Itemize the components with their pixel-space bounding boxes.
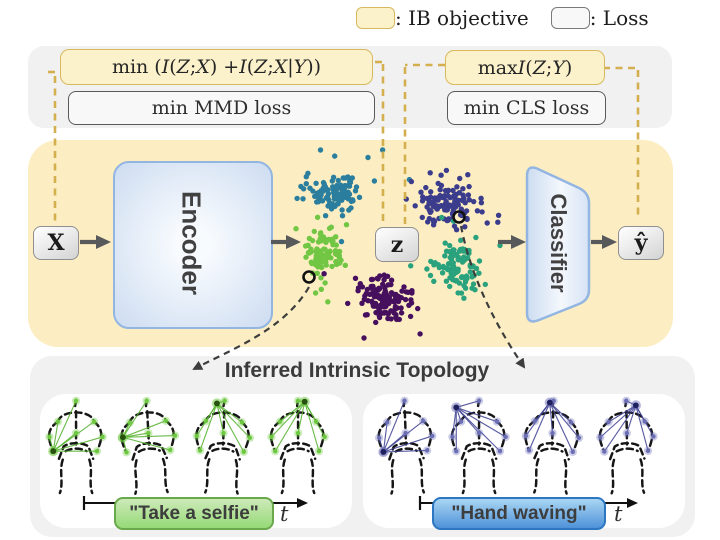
latent-z-token: z xyxy=(375,227,419,262)
skeleton-panel-right xyxy=(374,396,658,495)
dashed-connectors xyxy=(48,60,640,370)
wave-action-label: "Hand waving" xyxy=(432,497,606,530)
min-ib-objective: min (I(Z; X) + I(Z; X | Y)) xyxy=(60,49,373,85)
encoder-block xyxy=(113,161,273,329)
mmd-loss-box: min MMD loss xyxy=(68,91,375,125)
input-x-token: X xyxy=(33,226,79,260)
time-label-left: t xyxy=(280,502,289,526)
classifier-shape xyxy=(525,166,591,323)
legend: : IB objective : Loss xyxy=(356,6,649,30)
output-yhat-token: ŷ xyxy=(618,226,664,260)
topology-title: Inferred Intrinsic Topology xyxy=(224,359,490,382)
selfie-action-label: "Take a selfie" xyxy=(114,497,274,530)
loss-label: : Loss xyxy=(589,6,649,30)
loss-swatch-icon xyxy=(550,7,590,29)
cls-loss-box: min CLS loss xyxy=(447,91,606,125)
ib-objective-label: : IB objective xyxy=(395,6,529,30)
latent-scatter xyxy=(293,147,503,341)
classifier-label: Classifier xyxy=(546,193,571,293)
max-ib-objective: max I(Z; Y) xyxy=(445,50,605,85)
encoder-label: Encoder xyxy=(176,190,207,296)
skeleton-panel-left xyxy=(45,396,329,495)
ib-objective-swatch-icon xyxy=(356,7,395,29)
time-label-right: t xyxy=(614,502,623,526)
